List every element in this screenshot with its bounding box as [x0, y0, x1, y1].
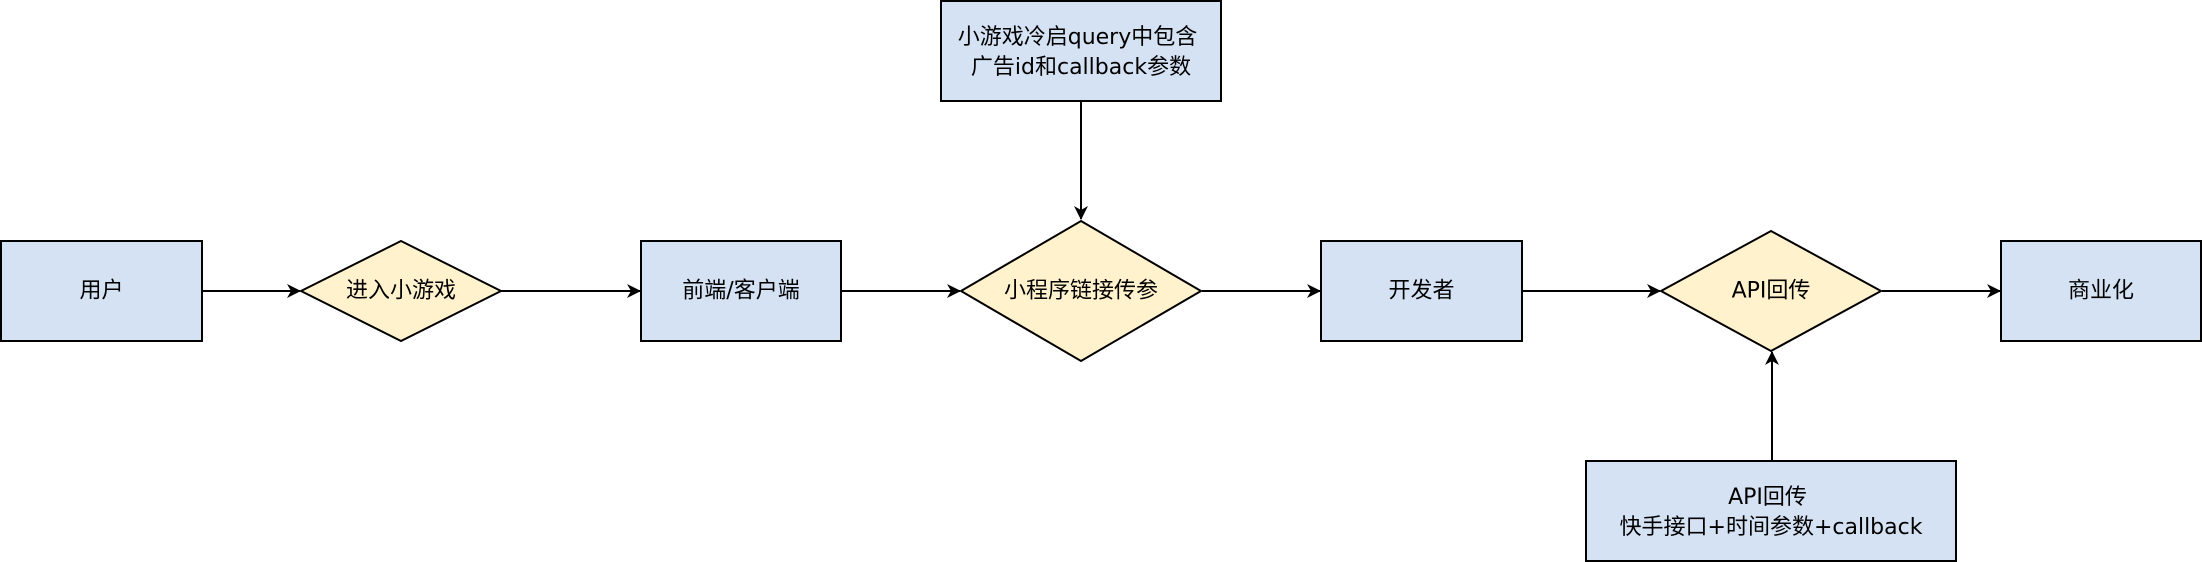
- node-cold-start-note-label: 小游戏冷启query中包含 广告id和callback参数: [958, 25, 1205, 80]
- node-mini-program-link: 小程序链接传参: [959, 219, 1203, 363]
- node-enter-minigame-diamond: [298, 239, 504, 343]
- node-commercialization: 商业化: [2000, 240, 2202, 342]
- node-api-note-line-1: API回传: [1728, 485, 1807, 510]
- node-api-note-box: [1585, 460, 1957, 562]
- node-frontend-client: 前端/客户端: [640, 240, 842, 342]
- node-api-note: API回传 快手接口+时间参数+callback: [1585, 460, 1957, 562]
- node-mini-program-link-label: 小程序链接传参: [1004, 279, 1158, 304]
- edges: [202, 102, 2001, 460]
- node-enter-minigame-label: 进入小游戏: [346, 279, 456, 304]
- node-enter-minigame: 进入小游戏: [298, 239, 504, 343]
- node-frontend-client-label: 前端/客户端: [682, 279, 799, 304]
- node-cold-start-note-box: [940, 0, 1222, 102]
- node-commercialization-box: [2000, 240, 2202, 342]
- node-cold-start-note-line-2: 广告id和callback参数: [971, 55, 1191, 80]
- node-cold-start-note: 小游戏冷启query中包含 广告id和callback参数: [940, 0, 1222, 102]
- node-cold-start-note-line-1: 小游戏冷启query中包含: [958, 25, 1198, 50]
- node-api-callback-diamond: [1658, 229, 1884, 353]
- node-developer-label: 开发者: [1388, 279, 1454, 304]
- node-mini-program-link-diamond: [959, 219, 1203, 363]
- node-frontend-client-box: [640, 240, 842, 342]
- node-api-note-label: API回传 快手接口+时间参数+callback: [1620, 485, 1923, 540]
- node-developer: 开发者: [1320, 240, 1523, 342]
- node-user-box: [0, 240, 203, 342]
- node-user-label: 用户: [79, 279, 123, 304]
- node-api-note-line-2: 快手接口+时间参数+callback: [1620, 515, 1923, 540]
- node-user: 用户: [0, 240, 203, 342]
- node-api-callback: API回传: [1658, 229, 1884, 353]
- node-developer-box: [1320, 240, 1523, 342]
- node-api-callback-label: API回传: [1732, 279, 1811, 304]
- node-commercialization-label: 商业化: [2068, 279, 2134, 304]
